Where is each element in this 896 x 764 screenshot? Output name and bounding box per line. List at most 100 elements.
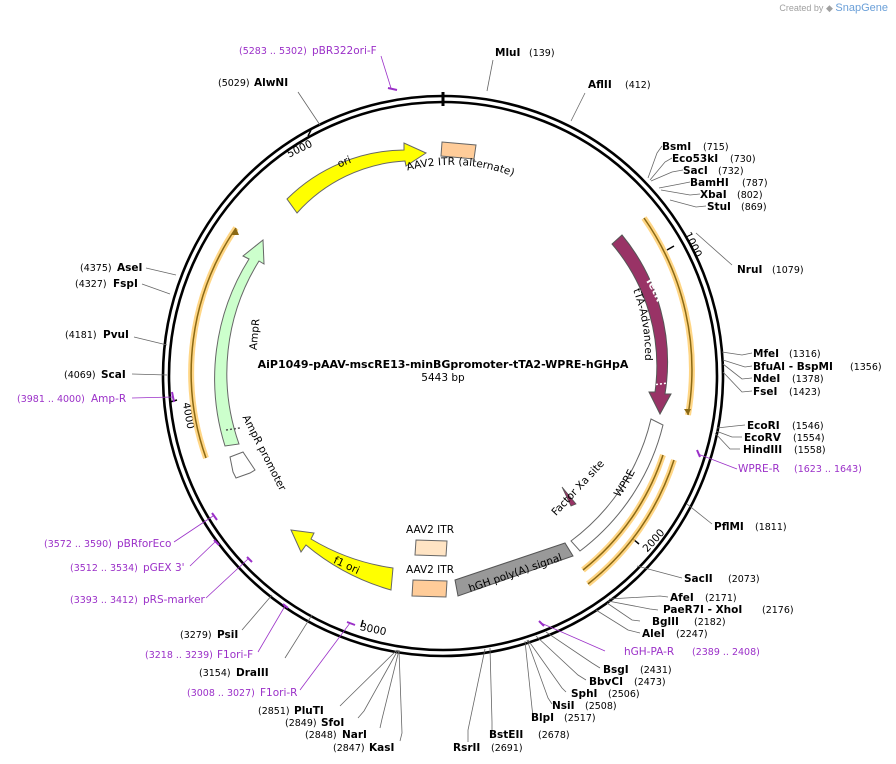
enzyme-bsteii[interactable]: BstEII bbox=[489, 729, 523, 741]
enzyme-saci[interactable]: SacI bbox=[683, 165, 708, 177]
enzyme-paer7i[interactable]: PaeR7I - XhoI bbox=[663, 604, 742, 616]
enzyme-mlui[interactable]: MluI bbox=[495, 47, 520, 59]
enzyme-nsii-pos: (2508) bbox=[585, 701, 617, 712]
primer-pbr322ori-f-range: (5283 .. 5302) bbox=[239, 46, 307, 57]
enzyme-hindiii[interactable]: HindIII bbox=[743, 444, 782, 456]
primer-pgex3-range: (3512 .. 3534) bbox=[70, 563, 138, 574]
itr1-label: AAV2 ITR bbox=[406, 524, 454, 536]
feature-wpre[interactable]: WPRE bbox=[570, 418, 664, 552]
enzyme-psii[interactable]: PsiI bbox=[217, 629, 238, 641]
enzyme-rsrii[interactable]: RsrII bbox=[453, 742, 480, 754]
enzyme-mfei[interactable]: MfeI bbox=[753, 348, 779, 360]
feature-ampr[interactable]: AmpR bbox=[214, 238, 265, 447]
enzyme-scai[interactable]: ScaI bbox=[101, 369, 126, 381]
enzyme-alei-pos: (2247) bbox=[676, 629, 708, 640]
feature-aav2-itr-2[interactable]: AAV2 ITR bbox=[406, 564, 454, 598]
enzyme-mfei-pos: (1316) bbox=[789, 349, 821, 360]
enzyme-bglii[interactable]: BglII bbox=[652, 616, 679, 628]
feature-aav2-itr-alternate[interactable]: AAV2 ITR (alternate) bbox=[405, 141, 516, 179]
enzyme-bglii-pos: (2182) bbox=[694, 617, 726, 628]
enzyme-blpi[interactable]: BlpI bbox=[531, 712, 554, 724]
enzyme-sfoi-pos: (2849) bbox=[285, 718, 317, 729]
enzyme-nsii[interactable]: NsiI bbox=[552, 700, 575, 712]
enzyme-bsmi[interactable]: BsmI bbox=[662, 141, 691, 153]
enzyme-bamhi[interactable]: BamHI bbox=[690, 177, 729, 189]
feature-hgh-polya[interactable]: hGH poly(A) signal bbox=[454, 542, 574, 597]
enzyme-eco53ki[interactable]: Eco53kI bbox=[672, 153, 718, 165]
ampr-promoter-label: AmpR promoter bbox=[240, 413, 289, 493]
enzyme-ndei-pos: (1378) bbox=[792, 374, 824, 385]
leader-lines bbox=[131, 59, 753, 742]
primer-pbr322ori-f[interactable]: pBR322ori-F bbox=[312, 45, 377, 57]
primer-pbrforeco[interactable]: pBRforEco bbox=[117, 538, 171, 550]
enzyme-alei[interactable]: AleI bbox=[642, 628, 665, 640]
feature-f1-ori[interactable]: f1 ori bbox=[290, 529, 394, 591]
enzyme-sphi[interactable]: SphI bbox=[571, 688, 597, 700]
enzyme-saci-pos: (732) bbox=[718, 166, 744, 177]
enzyme-kasi[interactable]: KasI bbox=[369, 742, 394, 754]
enzyme-labels: MluI (139) AflII (412) BsmI (715) Eco53k… bbox=[64, 47, 882, 754]
enzyme-ecorv[interactable]: EcoRV bbox=[744, 432, 782, 444]
enzyme-draiii[interactable]: DraIII bbox=[236, 667, 269, 679]
enzyme-xbai[interactable]: XbaI bbox=[700, 189, 727, 201]
primer-f1ori-f-range: (3218 .. 3239) bbox=[145, 650, 213, 661]
primer-f1ori-f[interactable]: F1ori-F bbox=[217, 649, 253, 661]
primer-pbrforeco-range: (3572 .. 3590) bbox=[44, 539, 112, 550]
enzyme-rsrii-pos: (2691) bbox=[491, 743, 523, 754]
enzyme-afei-pos: (2171) bbox=[705, 593, 737, 604]
enzyme-nari-pos: (2848) bbox=[305, 730, 337, 741]
enzyme-sacii[interactable]: SacII bbox=[684, 573, 713, 585]
feature-factor-xa-site[interactable]: Factor Xa site bbox=[549, 458, 606, 518]
feature-aav2-itr-1[interactable]: AAV2 ITR bbox=[406, 524, 454, 557]
enzyme-kasi-pos: (2847) bbox=[333, 743, 365, 754]
enzyme-afei[interactable]: AfeI bbox=[670, 592, 694, 604]
enzyme-aflii[interactable]: AflII bbox=[588, 79, 612, 91]
enzyme-pflmi[interactable]: PflMI bbox=[714, 521, 744, 533]
primer-amp-r[interactable]: Amp-R bbox=[91, 393, 126, 405]
credit-prefix: Created by bbox=[779, 3, 824, 13]
enzyme-bsgi[interactable]: BsgI bbox=[603, 664, 629, 676]
itr-alt-label: AAV2 ITR (alternate) bbox=[405, 156, 516, 179]
enzyme-asei[interactable]: AseI bbox=[117, 262, 142, 274]
primer-f1ori-r-range: (3008 .. 3027) bbox=[187, 688, 255, 699]
enzyme-sfoi[interactable]: SfoI bbox=[321, 717, 344, 729]
primer-f1ori-r[interactable]: F1ori-R bbox=[260, 687, 297, 699]
primer-hgh-pa-r[interactable]: hGH-PA-R bbox=[624, 646, 674, 658]
enzyme-nrui-pos: (1079) bbox=[772, 265, 804, 276]
enzyme-nari[interactable]: NarI bbox=[342, 729, 367, 741]
primer-hgh-pa-r-range: (2389 .. 2408) bbox=[692, 647, 760, 658]
enzyme-ndei[interactable]: NdeI bbox=[753, 373, 780, 385]
factor-xa-label: Factor Xa site bbox=[549, 458, 606, 518]
enzyme-bbvci[interactable]: BbvCI bbox=[589, 676, 623, 688]
enzyme-nrui[interactable]: NruI bbox=[737, 264, 762, 276]
enzyme-fspi[interactable]: FspI bbox=[113, 278, 138, 290]
feature-ori[interactable]: ori bbox=[286, 142, 428, 214]
enzyme-bfuai[interactable]: BfuAI - BspMI bbox=[753, 361, 833, 373]
enzyme-bsgi-pos: (2431) bbox=[640, 665, 672, 676]
enzyme-fsei[interactable]: FseI bbox=[753, 386, 777, 398]
tick-3000: 3000 bbox=[359, 621, 388, 638]
primer-pgex3[interactable]: pGEX 3' bbox=[143, 562, 185, 574]
primer-prs-marker[interactable]: pRS-marker bbox=[143, 594, 206, 606]
feature-ampr-promoter[interactable]: AmpR promoter bbox=[229, 413, 289, 493]
feature-tetr[interactable]: TetR tTA-Advanced bbox=[611, 234, 672, 416]
enzyme-pluti[interactable]: PluTI bbox=[294, 705, 324, 717]
primer-wpre-r[interactable]: WPRE-R bbox=[738, 463, 780, 475]
primer-prs-marker-range: (3393 .. 3412) bbox=[70, 595, 138, 606]
enzyme-ecori[interactable]: EcoRI bbox=[747, 420, 780, 432]
enzyme-pluti-pos: (2851) bbox=[258, 706, 290, 717]
ruler: 5000 1000 2000 3000 4000 bbox=[169, 129, 704, 638]
enzyme-stui[interactable]: StuI bbox=[707, 201, 731, 213]
enzyme-psii-pos: (3279) bbox=[180, 630, 212, 641]
plasmid-name: AiP1049-pAAV-mscRE13-minBGpromoter-tTA2-… bbox=[258, 358, 629, 371]
enzyme-alwni[interactable]: AlwNI bbox=[254, 77, 288, 89]
ampr-label: AmpR bbox=[248, 318, 263, 350]
primer-wpre-r-range: (1623 .. 1643) bbox=[794, 464, 862, 475]
enzyme-stui-pos: (869) bbox=[741, 202, 767, 213]
enzyme-fspi-pos: (4327) bbox=[75, 279, 107, 290]
enzyme-pvui[interactable]: PvuI bbox=[103, 329, 129, 341]
ori-label: ori bbox=[336, 154, 353, 170]
primer-amp-r-range: (3981 .. 4000) bbox=[17, 394, 85, 405]
